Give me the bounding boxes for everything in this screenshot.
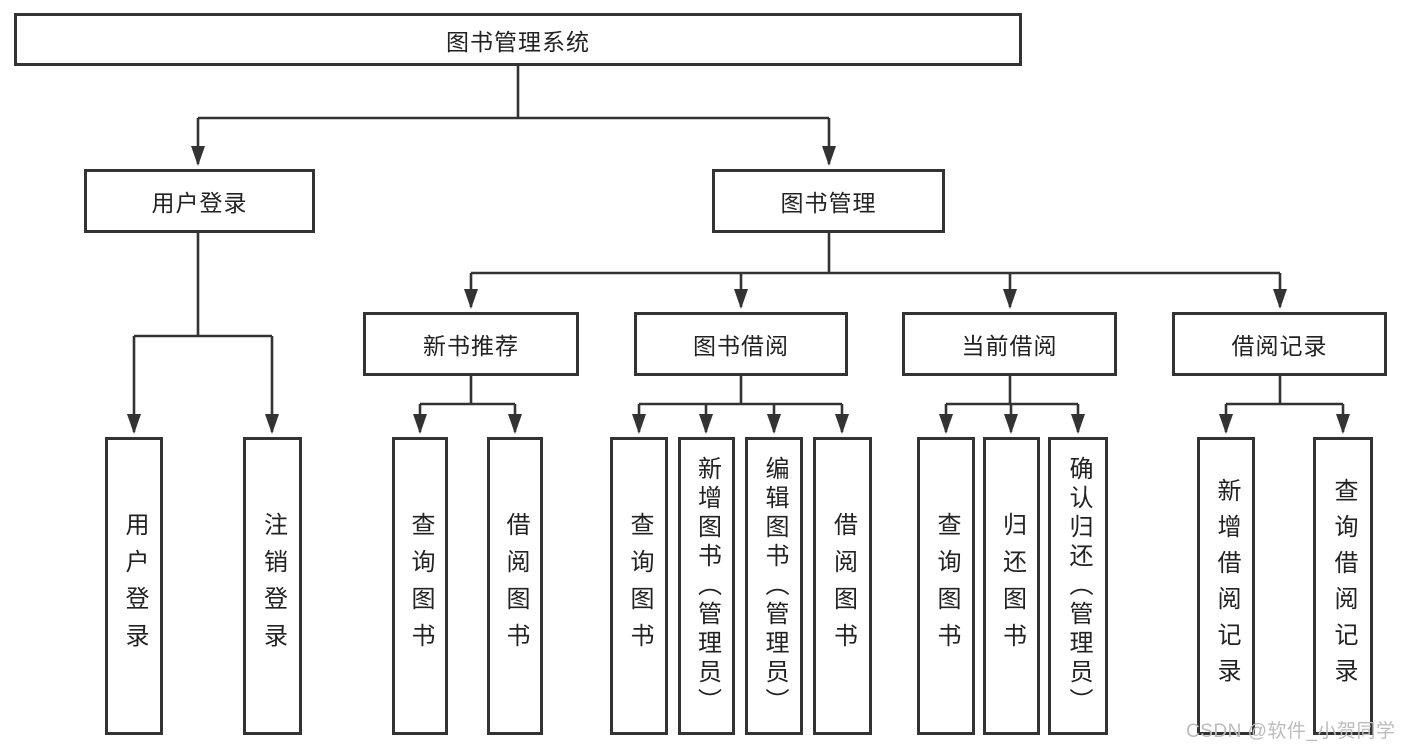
leaf-borrow-books-recommend: 借阅图书 (487, 437, 543, 735)
leaf-edit-books-admin: 编辑图书（管理员） (745, 437, 803, 735)
leaf-confirm-return-admin: 确认归还（管理员） (1048, 437, 1108, 735)
node-book-borrow: 图书借阅 (634, 312, 848, 376)
leaf-query-books-current: 查询图书 (917, 437, 975, 735)
node-book-management: 图书管理 (712, 169, 945, 233)
leaf-user-login: 用户登录 (105, 437, 163, 735)
leaf-query-borrow-record: 查询借阅记录 (1313, 437, 1373, 735)
node-library-management-system: 图书管理系统 (14, 13, 1022, 66)
leaf-query-books-borrow: 查询图书 (610, 437, 668, 735)
node-user-login: 用户登录 (84, 169, 315, 233)
leaf-return-books: 归还图书 (983, 437, 1040, 735)
leaf-logout-login: 注销登录 (243, 437, 302, 735)
node-borrow-records: 借阅记录 (1172, 312, 1387, 376)
node-current-borrow: 当前借阅 (902, 312, 1117, 376)
leaf-borrow-books: 借阅图书 (813, 437, 872, 735)
csdn-watermark: CSDN @软件_小贺同学 (1186, 721, 1396, 742)
leaf-add-books-admin: 新增图书（管理员） (678, 437, 735, 735)
leaf-query-books-recommend: 查询图书 (392, 437, 448, 735)
node-new-book-recommend: 新书推荐 (363, 312, 579, 376)
leaf-add-borrow-record: 新增借阅记录 (1197, 437, 1255, 735)
